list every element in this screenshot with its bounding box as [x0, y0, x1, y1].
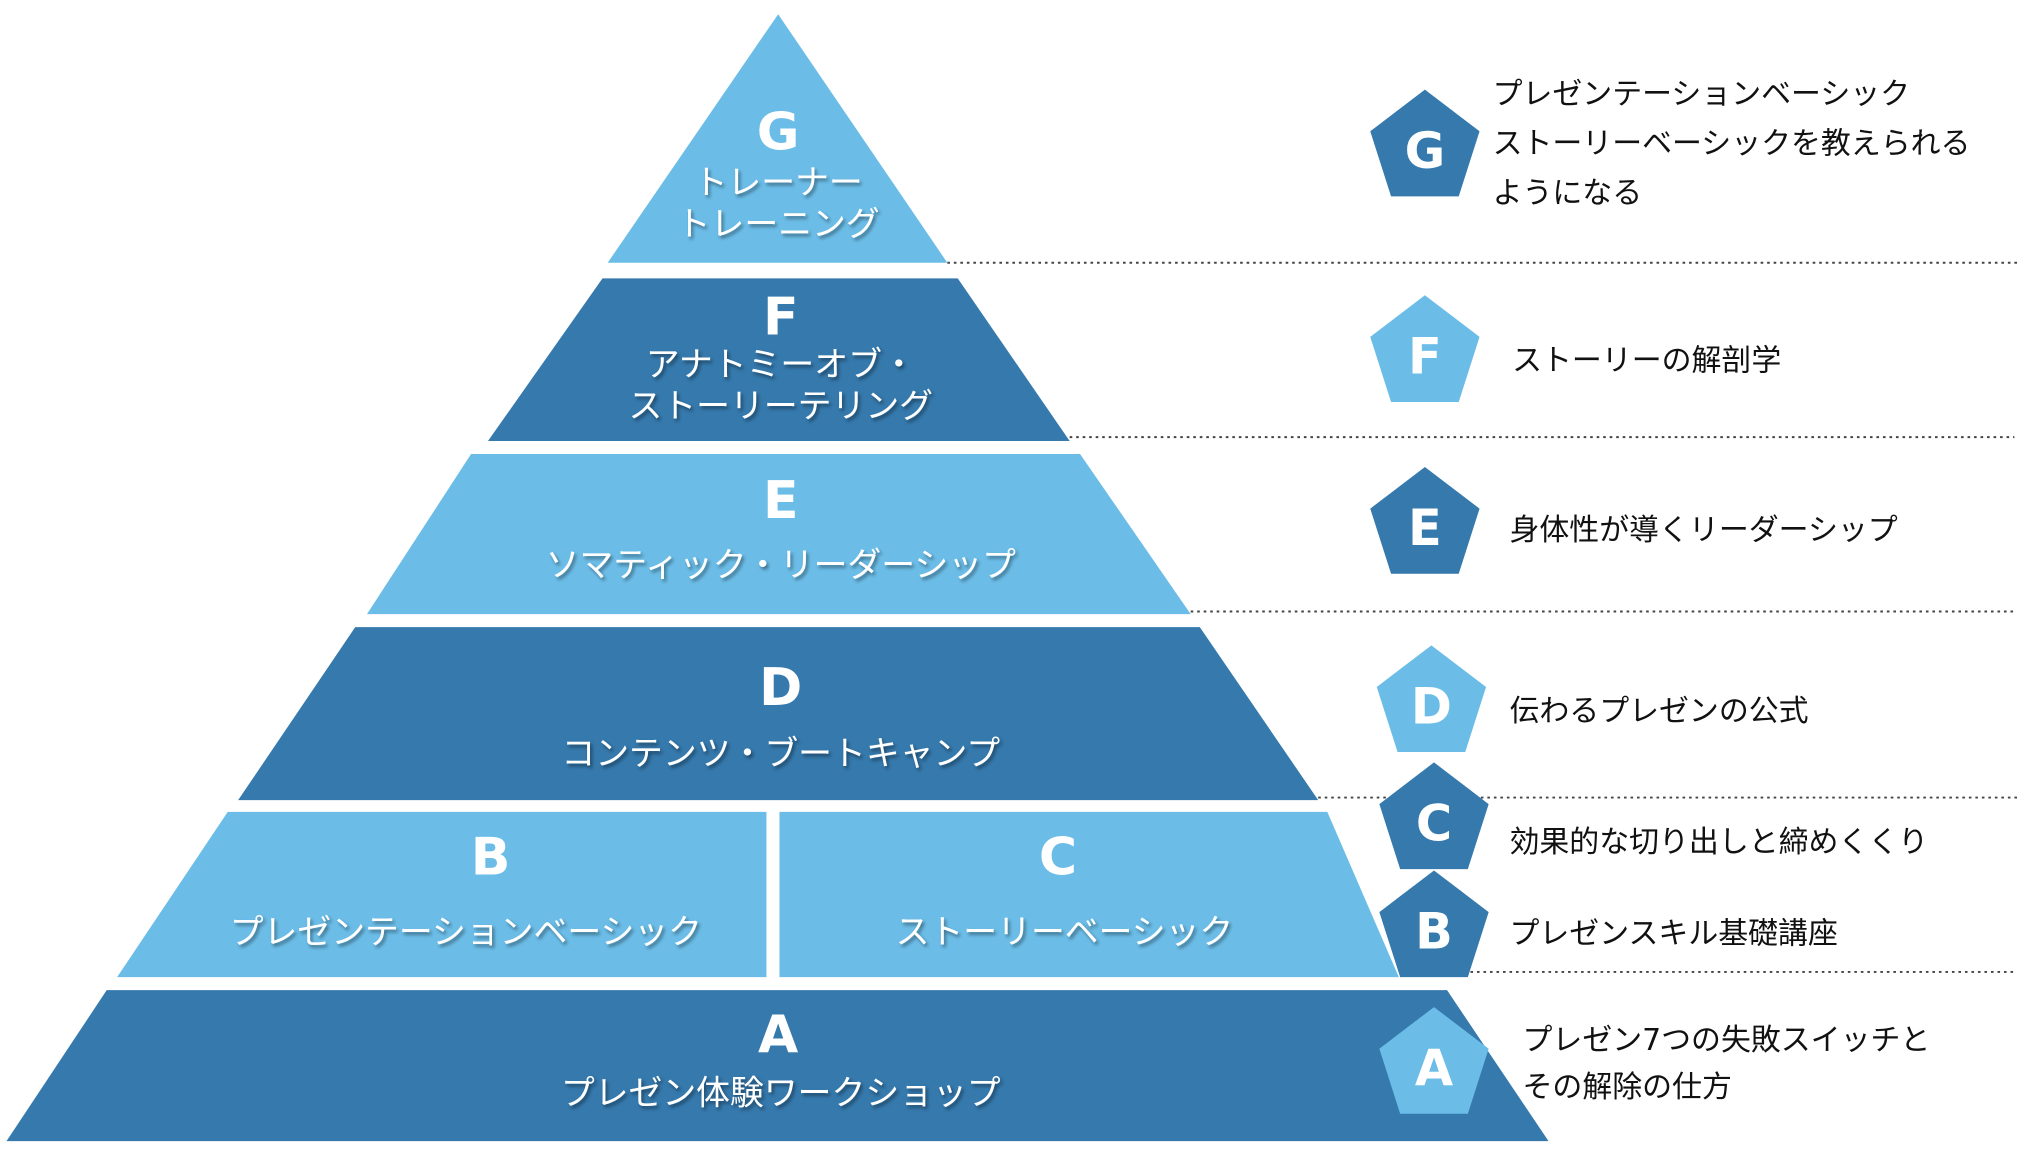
pentagon-e-icon: E: [1370, 467, 1480, 574]
tier-c: C ストーリーベーシック: [779, 811, 1399, 978]
tier-c-label: ストーリーベーシック: [896, 912, 1234, 951]
tier-g: G トレーナー トレーニング: [607, 14, 948, 263]
tier-g-label-2: トレーニング: [677, 204, 880, 243]
tier-c-letter: C: [1039, 827, 1077, 887]
legend-b-line: プレゼンスキル基礎講座: [1509, 916, 1837, 951]
legend-e-line: 身体性が導くリーダーシップ: [1509, 513, 1897, 548]
svg-text:B: B: [1415, 903, 1453, 961]
tier-e-label: ソマティック・リーダーシップ: [546, 545, 1016, 584]
legend-g-line-2: ストーリーベーシックを教えられる: [1493, 126, 1971, 161]
legend-d-line: 伝わるプレゼンの公式: [1509, 694, 1808, 729]
svg-text:F: F: [1408, 327, 1442, 385]
svg-text:C: C: [1416, 795, 1452, 853]
svg-text:D: D: [1411, 677, 1452, 735]
tier-e: E ソマティック・リーダーシップ: [366, 454, 1191, 615]
tier-g-label-1: トレーナー: [694, 163, 863, 202]
pentagon-d-icon: D: [1376, 645, 1487, 753]
tier-a-label: プレゼン体験ワークショップ: [561, 1074, 1001, 1113]
tier-b-letter: B: [471, 827, 511, 887]
legend-a-line-2: その解除の仕方: [1523, 1070, 1732, 1105]
separator-lines: [947, 261, 2020, 973]
pentagon-b-icon: B: [1379, 870, 1489, 978]
tier-e-letter: E: [763, 471, 799, 531]
tier-f: F アナトミーオブ・ ストーリーテリング: [487, 278, 1070, 442]
legend-c-line: 効果的な切り出しと締めくくり: [1509, 825, 1928, 860]
tier-f-letter: F: [763, 287, 799, 347]
tier-f-label-2: ストーリーテリング: [629, 387, 933, 426]
legend-a-line-1: プレゼン7つの失敗スイッチと: [1523, 1023, 1931, 1058]
legend-f-line: ストーリーの解剖学: [1512, 344, 1781, 379]
tier-d-label: コンテンツ・ブートキャンプ: [561, 734, 1000, 773]
tier-b-label: プレゼンテーションベーシック: [230, 912, 702, 951]
pentagon-a-icon: A: [1379, 1007, 1489, 1114]
tier-g-letter: G: [757, 103, 800, 163]
pentagon-g-icon: G: [1370, 89, 1480, 197]
legend-g-line-3: ようになる: [1493, 176, 1643, 211]
svg-text:E: E: [1408, 499, 1442, 557]
tier-d: D コンテンツ・ブートキャンプ: [238, 627, 1319, 801]
tier-b: B プレゼンテーションベーシック: [117, 811, 767, 978]
pentagon-f-icon: F: [1370, 295, 1480, 402]
tier-d-letter: D: [759, 658, 802, 718]
svg-text:A: A: [1415, 1039, 1454, 1097]
tier-a-letter: A: [758, 1006, 799, 1066]
legend-g-line-1: プレゼンテーションベーシック: [1493, 77, 1910, 112]
tier-a: A プレゼン体験ワークショップ: [6, 990, 1549, 1142]
pentagon-c-icon: C: [1379, 762, 1489, 870]
svg-text:G: G: [1405, 122, 1446, 180]
tier-f-label-1: アナトミーオブ・: [646, 345, 916, 384]
